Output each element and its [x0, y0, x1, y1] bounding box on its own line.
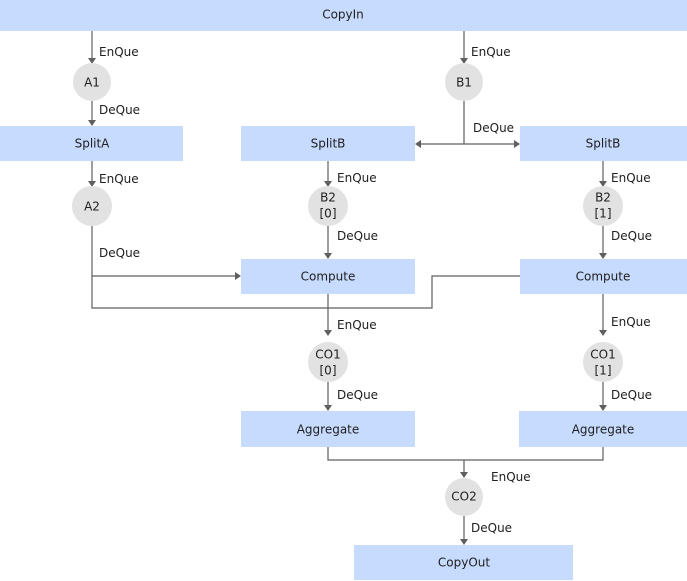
box-compute-right: Compute: [520, 259, 687, 294]
queue-label: A2: [84, 200, 100, 214]
box-label: CopyIn: [322, 8, 364, 22]
box-splitb-right: SplitB: [520, 126, 687, 161]
queue-index: [1]: [595, 207, 612, 221]
queue-label: B2: [595, 191, 611, 205]
queue-a1: A1: [73, 63, 111, 101]
box-label: SplitB: [311, 137, 346, 151]
edge-label-enque: EnQue: [337, 171, 377, 185]
edge-label-deque: DeQue: [337, 229, 378, 243]
box-splita: SplitA: [0, 126, 183, 161]
queue-b1: B1: [445, 63, 483, 101]
queue-index: [1]: [595, 364, 612, 378]
queue-co1-1: CO1 [1]: [583, 342, 623, 382]
edge-label-enque: EnQue: [99, 172, 139, 186]
queue-label: A1: [84, 76, 100, 90]
queue-b2-1: B2 [1]: [583, 186, 623, 226]
edge-label-enque: EnQue: [471, 45, 511, 59]
connectors: [88, 31, 607, 545]
box-label: Compute: [576, 270, 631, 284]
queue-index: [0]: [320, 364, 337, 378]
queue-label: CO2: [451, 490, 476, 504]
queue-label: B1: [456, 76, 472, 90]
edge-label-enque: EnQue: [491, 470, 531, 484]
queue-label: CO1: [315, 348, 340, 362]
box-copyout: CopyOut: [354, 545, 573, 580]
edge-label-deque: DeQue: [473, 121, 514, 135]
queue-co2: CO2: [445, 478, 483, 516]
queue-label: B2: [320, 191, 336, 205]
edge-label-deque: DeQue: [99, 246, 140, 260]
queue-b2-0: B2 [0]: [308, 186, 348, 226]
queue-label: CO1: [590, 348, 615, 362]
box-splitb-left: SplitB: [241, 126, 415, 161]
box-label: SplitA: [75, 137, 111, 151]
box-copyin: CopyIn: [0, 0, 687, 31]
edge-label-enque: EnQue: [337, 318, 377, 332]
edge-label-deque: DeQue: [99, 103, 140, 117]
edge-label-deque: DeQue: [611, 388, 652, 402]
edge-label-enque: EnQue: [611, 315, 651, 329]
queue-index: [0]: [320, 207, 337, 221]
edge-label-deque: DeQue: [611, 229, 652, 243]
box-aggregate-right: Aggregate: [519, 411, 687, 447]
box-label: SplitB: [586, 137, 621, 151]
edge-label-deque: DeQue: [337, 388, 378, 402]
edge-label-deque: DeQue: [471, 521, 512, 535]
edge-labels: EnQue DeQue EnQue DeQue EnQue DeQue EnQu…: [99, 45, 652, 535]
box-label: CopyOut: [438, 556, 490, 570]
box-aggregate-left: Aggregate: [241, 411, 415, 447]
box-label: Aggregate: [572, 423, 635, 437]
box-label: Aggregate: [297, 423, 360, 437]
queue-a2: A2: [72, 186, 112, 226]
box-compute-left: Compute: [241, 259, 415, 294]
box-label: Compute: [301, 270, 356, 284]
edge-label-enque: EnQue: [611, 171, 651, 185]
queue-co1-0: CO1 [0]: [308, 342, 348, 382]
edge-label-enque: EnQue: [99, 45, 139, 59]
